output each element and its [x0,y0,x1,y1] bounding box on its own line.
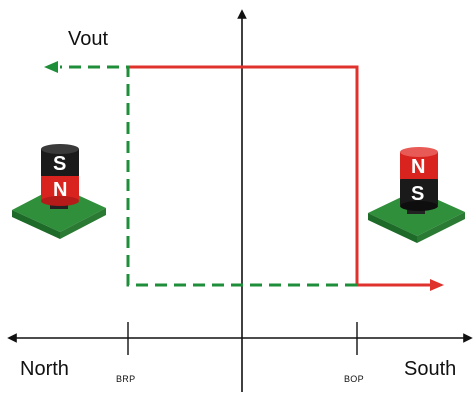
right-magnet-sensor: N S [368,147,465,243]
magnet-top [400,147,438,157]
magnet-bottom-half [41,175,79,201]
circuit-board-edge [417,212,465,243]
magnet-base [400,201,438,211]
magnet-bottom-pole-label: N [53,179,67,201]
y-axis-label: Vout [68,28,108,50]
magnet-top-pole-label: S [53,153,66,175]
circuit-board-edge [368,213,417,243]
red-arrow-head [430,279,444,291]
green-return-path [60,65,357,287]
brp-label: BRP [116,374,135,384]
x-axis-right-label: South [404,358,456,380]
x-axis-left-label: North [20,358,69,380]
magnet-top [41,144,79,154]
magnet-base [41,196,79,206]
circuit-board-edge [12,210,60,239]
magnet-bottom-half [400,178,438,206]
bop-label: BOP [344,374,364,384]
magnet-top-pole-label: N [411,156,425,178]
circuit-board-edge [60,208,106,239]
red-output-path [128,65,370,287]
left-magnet-sensor: S N [12,144,106,239]
magnet-bottom-pole-label: S [411,183,424,205]
green-arrow-head [44,61,58,73]
